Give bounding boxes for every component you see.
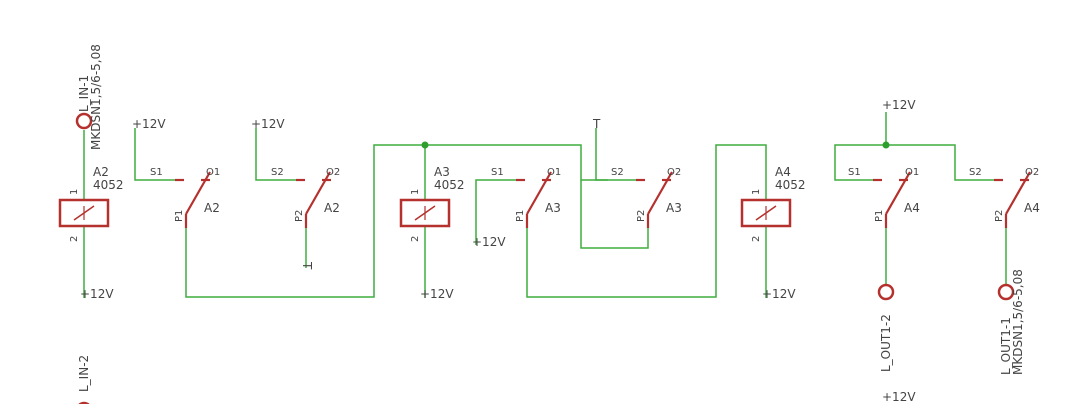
contact-a3-2-name: A3 — [666, 201, 682, 215]
coil-a4-name: A4 — [775, 165, 791, 179]
wire-a4-s1 — [834, 144, 886, 181]
wire-a4-s2 — [886, 144, 994, 181]
wire-a3-p2-net — [580, 180, 649, 249]
connector-labels: L_IN-1 MKDSN1,5/6-5,08 L_IN-2 L_OUT1-2 L… — [77, 44, 1025, 392]
coil-pin-1: 1 — [69, 189, 80, 195]
contact-labels: S1 O1 P1 A2 S2 O2 P2 A2 S1 O1 P1 A3 S2 O… — [150, 167, 1040, 222]
connector-l-out1-2-name: L_OUT1-2 — [879, 314, 893, 372]
contact-a4-1-name: A4 — [904, 201, 920, 215]
pin-s1: S1 — [150, 167, 163, 178]
supply-label: +12V — [251, 117, 285, 131]
contact-a3-2 — [636, 171, 673, 228]
pin-s1: S1 — [848, 167, 861, 178]
connector-l-out1-1-name: L_OUT1-1 — [999, 317, 1013, 375]
coil-pin-1: 1 — [751, 189, 762, 195]
coil-a3 — [399, 198, 451, 228]
pin-o2: O2 — [667, 167, 681, 178]
terminal-l-in-1 — [75, 112, 93, 130]
supply-label: +12V — [80, 287, 114, 301]
contact-a3-1 — [516, 171, 552, 228]
terminal-l-out1-2 — [877, 283, 895, 301]
pin-p1: P1 — [174, 210, 185, 222]
coil-a2-value: 4052 — [93, 178, 124, 192]
contact-a4-1 — [873, 171, 911, 228]
contacts — [175, 171, 1031, 228]
pin-o1: O1 — [905, 167, 919, 178]
pin-o1: O1 — [547, 167, 561, 178]
ground-mark: T — [592, 117, 601, 131]
pin-p2: P2 — [994, 210, 1005, 222]
pin-o2: O2 — [1025, 167, 1039, 178]
pin-o2: O2 — [326, 167, 340, 178]
contact-arm — [885, 171, 911, 215]
pin-s2: S2 — [611, 167, 624, 178]
junction-dot — [882, 141, 890, 149]
contact-arm — [305, 171, 331, 215]
connector-l-in-2-name: L_IN-2 — [77, 355, 91, 392]
coil-pin-2: 2 — [69, 236, 80, 242]
contact-arm — [526, 171, 552, 215]
terminal-l-out1-1 — [997, 283, 1015, 301]
contact-arm — [185, 171, 211, 215]
supply-label: +12V — [762, 287, 796, 301]
contact-a2-2 — [296, 171, 331, 228]
coil-a2-body — [58, 198, 110, 228]
contact-a4-2 — [994, 171, 1031, 228]
pin-p1: P1 — [874, 210, 885, 222]
supply-label: +12V — [420, 287, 454, 301]
wire-a3-s1 — [475, 179, 516, 245]
supply-label: +12V — [882, 390, 916, 404]
coil-a3-body — [399, 198, 451, 228]
supply-label: +12V — [882, 98, 916, 112]
ground-mark-rotated: T — [300, 261, 314, 270]
supply-label: +12V — [472, 235, 506, 249]
wire-a2-s1 — [134, 128, 175, 181]
pin-p1: P1 — [515, 210, 526, 222]
junction-dot — [421, 141, 429, 149]
pin-p2: P2 — [294, 210, 305, 222]
coil-a2-name: A2 — [93, 165, 109, 179]
pin-s2: S2 — [969, 167, 982, 178]
pin-p2: P2 — [636, 210, 647, 222]
pin-s1: S1 — [491, 167, 504, 178]
terminals — [75, 112, 1015, 404]
contact-arm — [1005, 171, 1031, 215]
wire-a2-p1-net — [185, 144, 608, 298]
coil-a2 — [58, 198, 110, 228]
connector-l-in-1-value: MKDSN1,5/6-5,08 — [89, 44, 103, 150]
wire-a3-p1-net — [526, 144, 767, 298]
coil-pin-1: 1 — [410, 189, 421, 195]
contact-a3-1-name: A3 — [545, 201, 561, 215]
connector-l-in-1-name: L_IN-1 — [77, 75, 91, 112]
coil-labels: A2 4052 1 2 A3 4052 1 2 A4 4052 1 2 — [69, 165, 806, 242]
wire-a2-s2 — [255, 128, 296, 181]
contact-a2-2-name: A2 — [324, 201, 340, 215]
coil-a3-name: A3 — [434, 165, 450, 179]
supply-labels: +12V +12V +12V +12V +12V +12V +12V +12V … — [80, 98, 916, 404]
contact-a4-2-name: A4 — [1024, 201, 1040, 215]
coil-a3-value: 4052 — [434, 178, 465, 192]
coil-a4-value: 4052 — [775, 178, 806, 192]
connector-l-out1-1-value: MKDSN1,5/6-5,08 — [1011, 269, 1025, 375]
coil-pin-2: 2 — [751, 236, 762, 242]
pin-s2: S2 — [271, 167, 284, 178]
coil-a4-body — [740, 198, 792, 228]
contact-a2-1 — [175, 171, 211, 228]
wire-a3-s2 — [595, 128, 636, 181]
coil-pin-2: 2 — [410, 236, 421, 242]
contact-a2-1-name: A2 — [204, 201, 220, 215]
contact-arm — [647, 171, 673, 215]
wires — [83, 112, 1007, 298]
pin-o1: O1 — [206, 167, 220, 178]
coil-a4 — [740, 198, 792, 228]
supply-label: +12V — [132, 117, 166, 131]
